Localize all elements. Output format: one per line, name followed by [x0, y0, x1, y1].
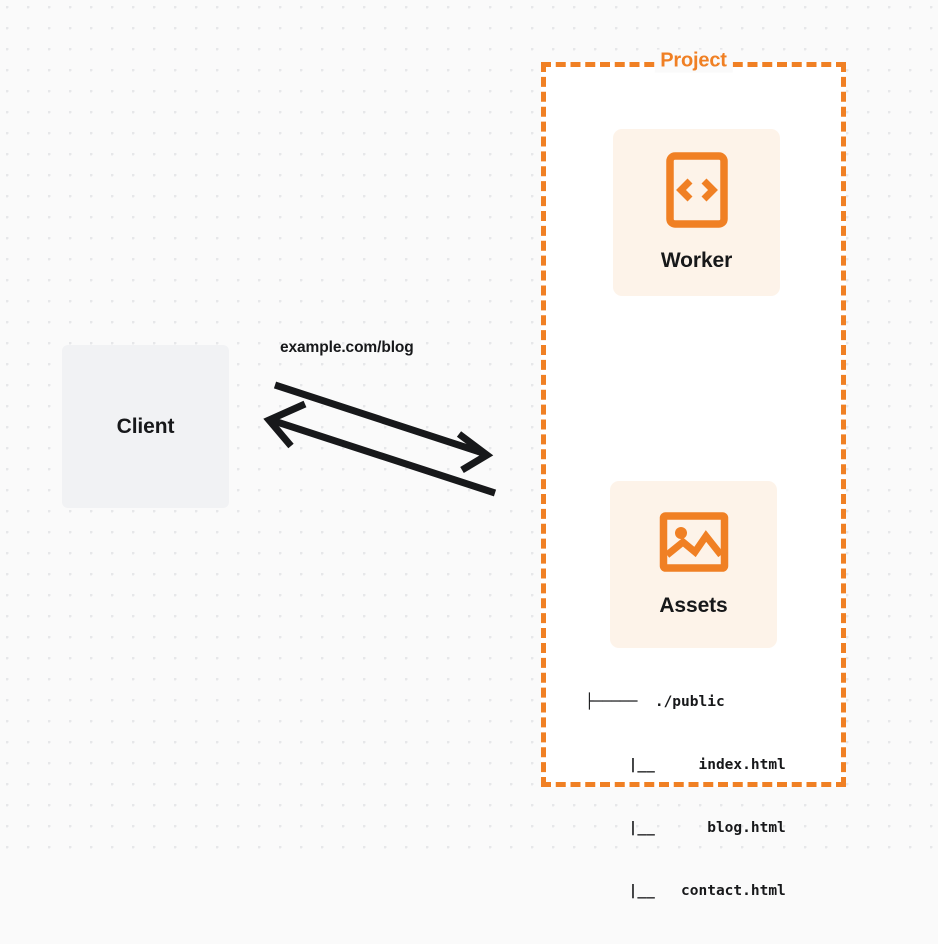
response-arrow: [263, 400, 497, 497]
project-title: Project: [654, 49, 733, 73]
connection-label: example.com/blog: [280, 339, 414, 356]
worker-card-label: Worker: [660, 249, 733, 272]
client-node[interactable]: Client: [62, 345, 229, 508]
diagram-canvas: Client example.com/blog Project Worker: [0, 0, 938, 899]
image-icon: [659, 511, 729, 578]
code-file-icon: [665, 152, 728, 233]
file-tree-line: |__ contact.html: [585, 883, 786, 899]
asset-file-tree: ├───── ./public |__ index.html |__ blog.…: [585, 650, 786, 944]
file-tree-line: ├───── ./public: [585, 694, 725, 710]
request-arrow: [273, 381, 494, 474]
assets-card-label: Assets: [659, 594, 728, 617]
file-tree-line: |__ index.html: [585, 757, 786, 773]
assets-card[interactable]: Assets: [610, 481, 777, 648]
worker-card[interactable]: Worker: [613, 129, 780, 296]
client-node-label: Client: [116, 414, 175, 438]
file-tree-line: |__ blog.html: [585, 820, 786, 836]
